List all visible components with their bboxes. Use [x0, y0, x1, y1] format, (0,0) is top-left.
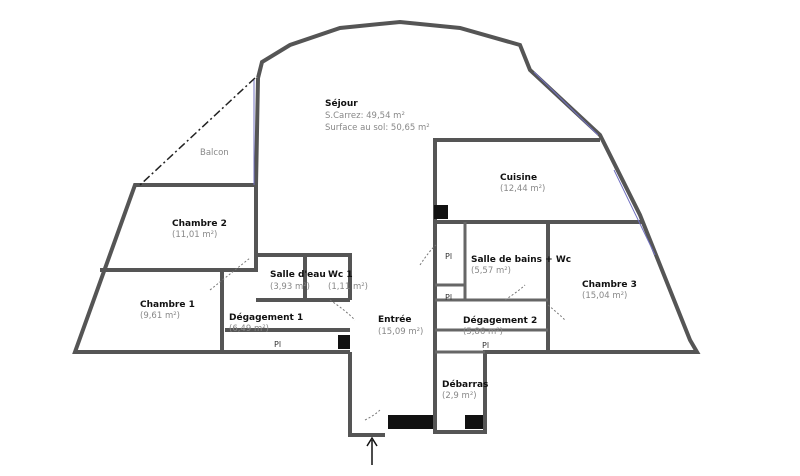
- area-label: Surface au sol: 50,65 m²: [325, 123, 430, 133]
- placard-label: Pl: [445, 293, 452, 302]
- duct: [465, 415, 483, 429]
- room-chambre2: Chambre 2: [172, 219, 227, 229]
- room-entree: Entrée: [378, 314, 412, 325]
- area-label: (3,93 m²): [270, 282, 310, 292]
- area-label: S.Carrez: 49,54 m²: [325, 111, 405, 121]
- room-balcon: Balcon: [200, 148, 229, 158]
- duct: [434, 205, 448, 219]
- placard-label: Pl: [445, 252, 452, 261]
- area-label: (15,09 m²): [378, 327, 423, 337]
- duct: [338, 335, 350, 349]
- room-chambre1: Chambre 1: [140, 300, 195, 310]
- area-label: (12,44 m²): [500, 184, 545, 194]
- area-label: (15,04 m²): [582, 291, 627, 301]
- area-label: (9,61 m²): [140, 311, 180, 321]
- area-label: (5,86 m²): [463, 327, 503, 337]
- room-debarras: Débarras: [442, 379, 488, 390]
- room-degagement1: Dégagement 1: [229, 312, 303, 323]
- room-wc1: Wc 1: [328, 270, 353, 280]
- room-sdb: Salle de bains + Wc: [471, 255, 571, 265]
- room-salle-eau: Salle d'eau: [270, 270, 326, 280]
- area-label: (1,11 m²): [328, 282, 368, 292]
- walls: [72, 19, 701, 437]
- placard-label: Pl: [482, 341, 489, 350]
- area-label: (2,9 m²): [442, 391, 477, 401]
- room-sejour: Séjour: [325, 98, 358, 109]
- room-cuisine: Cuisine: [500, 173, 537, 183]
- area-label: (6,49 m²): [229, 324, 269, 334]
- duct: [388, 415, 433, 429]
- room-degagement2: Dégagement 2: [463, 315, 537, 326]
- area-label: (11,01 m²): [172, 230, 217, 240]
- area-label: (5,57 m²): [471, 266, 511, 276]
- room-chambre3: Chambre 3: [582, 280, 637, 290]
- placard-label: Pl: [274, 340, 281, 349]
- entry-arrow: [366, 436, 378, 465]
